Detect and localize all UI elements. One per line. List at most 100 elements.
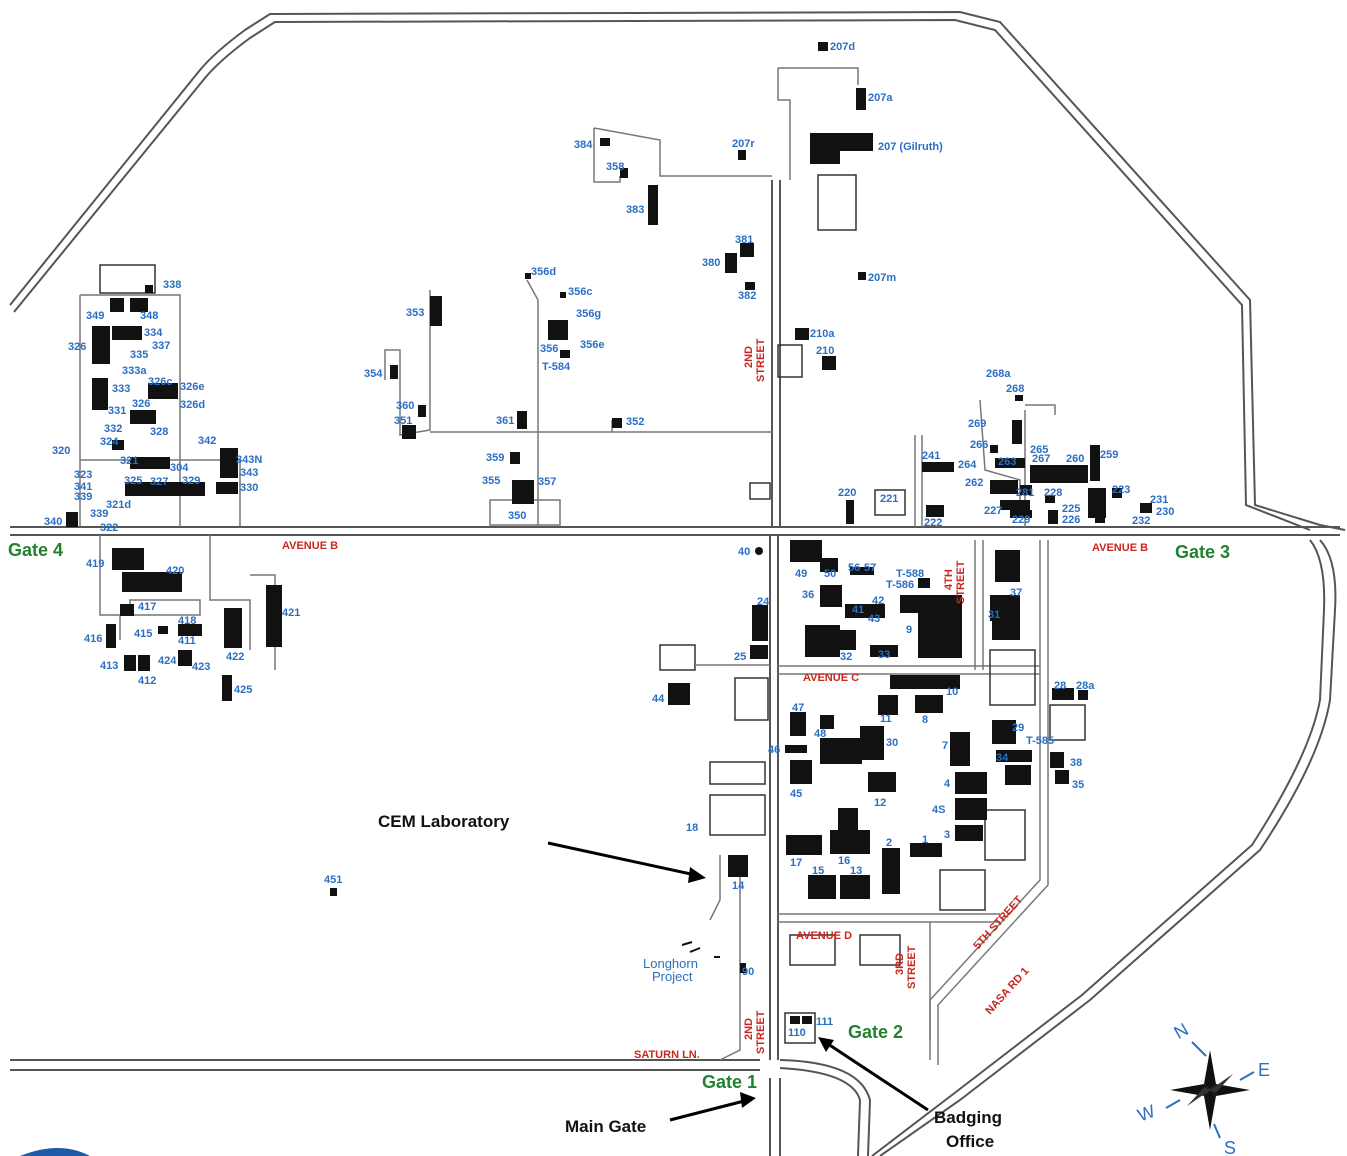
perimeter-road: [9, 10, 1346, 531]
compass-south-point: [1204, 1090, 1216, 1130]
label-44: 44: [652, 693, 665, 705]
buildings-west: [66, 285, 337, 896]
label-351: 351: [394, 415, 412, 427]
cem-laboratory-label: CEM Laboratory: [378, 812, 510, 831]
central-campus-roads: [659, 540, 1086, 1061]
label-1: 1: [922, 834, 928, 846]
label-420: 420: [166, 565, 184, 577]
building-labels-west-south: 419 420 417 421 416 415 418 411 413 412 …: [84, 558, 342, 886]
label-111: 111: [816, 1016, 833, 1028]
label-210a: 210a: [810, 328, 835, 340]
label-232: 232: [1132, 515, 1150, 527]
label-207r: 207r: [732, 138, 755, 150]
label-340: 340: [44, 516, 62, 528]
label-361: 361: [496, 415, 514, 427]
label-383: 383: [626, 204, 644, 216]
label-326d: 326d: [180, 399, 205, 411]
badging-arrow-head: [818, 1037, 834, 1052]
street-4th-a: 4TH: [943, 569, 955, 590]
compass-n: N: [1171, 1019, 1192, 1043]
label-33: 33: [878, 649, 890, 661]
label-8: 8: [922, 714, 928, 726]
label-326: 326: [68, 341, 86, 353]
label-424: 424: [158, 655, 177, 667]
label-332: 332: [104, 423, 122, 435]
label-42: 42: [872, 595, 884, 607]
building-labels-mid-north: 356d 356c 356g 356 356e T-584 353 354 36…: [364, 266, 644, 522]
label-38: 38: [1070, 757, 1082, 769]
building-labels-north: 207d 207a 207r 207 (Gilruth) 207m 384 35…: [574, 41, 943, 357]
label-265: 265: [1030, 444, 1048, 456]
label-226: 226: [1062, 514, 1080, 526]
label-25: 25: [734, 651, 746, 663]
saturn-lane-road: [10, 1059, 872, 1156]
street-3rd-b: STREET: [906, 945, 918, 989]
label-333a: 333a: [122, 365, 147, 377]
main-gate-arrow-head: [740, 1092, 756, 1108]
buildings-mid-north: [390, 273, 622, 504]
street-2nd-south-b: STREET: [755, 1010, 767, 1054]
label-356g: 356g: [576, 308, 601, 320]
street-avenue-c: AVENUE C: [803, 672, 859, 684]
label-358: 358: [606, 161, 624, 173]
longhorn-project-label: Longhorn Project: [643, 941, 720, 984]
label-264: 264: [958, 459, 977, 471]
label-231: 231: [1150, 494, 1168, 506]
label-413: 413: [100, 660, 118, 672]
label-342: 342: [198, 435, 216, 447]
label-348: 348: [140, 310, 158, 322]
label-262: 262: [965, 477, 983, 489]
label-228: 228: [1044, 487, 1062, 499]
second-street-road: [769, 180, 781, 1156]
street-labels: AVENUE B AVENUE B AVENUE C AVENUE D SATU…: [282, 338, 1148, 1061]
label-48: 48: [814, 728, 826, 740]
label-57: 57: [864, 562, 876, 574]
building-labels-east: 268a 268 269 266 265 263 267 260 259 241…: [838, 368, 1174, 529]
label-35: 35: [1072, 779, 1084, 791]
label-29: 29: [1012, 722, 1024, 734]
label-t-585: T-585: [1026, 735, 1054, 747]
label-341: 341: [74, 481, 92, 493]
label-380: 380: [702, 257, 720, 269]
label-343: 343: [240, 467, 258, 479]
street-avenue-d: AVENUE D: [796, 930, 852, 942]
label-223: 223: [1112, 484, 1130, 496]
label-320: 320: [52, 445, 70, 457]
label-32: 32: [840, 651, 852, 663]
label-56: 56: [848, 562, 860, 574]
label-263: 263: [998, 456, 1016, 468]
label-15: 15: [812, 865, 824, 877]
label-419: 419: [86, 558, 104, 570]
label-323: 323: [74, 469, 92, 481]
label-16: 16: [838, 855, 850, 867]
label-266: 266: [970, 439, 988, 451]
label-3: 3: [944, 829, 950, 841]
label-227: 227: [984, 505, 1002, 517]
longhorn-project-line2: Project: [652, 969, 693, 984]
label-260: 260: [1066, 453, 1084, 465]
label-230: 230: [1156, 506, 1174, 518]
label-337: 337: [152, 340, 170, 352]
label-28: 28: [1054, 680, 1066, 692]
label-384: 384: [574, 139, 593, 151]
label-356c: 356c: [568, 286, 592, 298]
label-411: 411: [178, 635, 196, 647]
label-330: 330: [240, 482, 258, 494]
label-7: 7: [942, 740, 948, 752]
label-335: 335: [130, 349, 148, 361]
label-t-586: T-586: [886, 579, 914, 591]
label-355: 355: [482, 475, 500, 487]
label-415: 415: [134, 628, 152, 640]
label-321d: 321d: [106, 499, 131, 511]
label-268: 268: [1006, 383, 1024, 395]
label-360: 360: [396, 400, 414, 412]
cem-arrow: [547, 841, 701, 878]
label-221: 221: [880, 493, 898, 505]
label-46: 46: [768, 744, 780, 756]
badging-arrow: [824, 1040, 929, 1112]
main-gate-label: Main Gate: [565, 1117, 646, 1136]
label-49: 49: [795, 568, 807, 580]
label-356e: 356e: [580, 339, 604, 351]
cem-arrow-head: [688, 867, 706, 883]
street-5th: 5TH STREET: [971, 894, 1025, 952]
